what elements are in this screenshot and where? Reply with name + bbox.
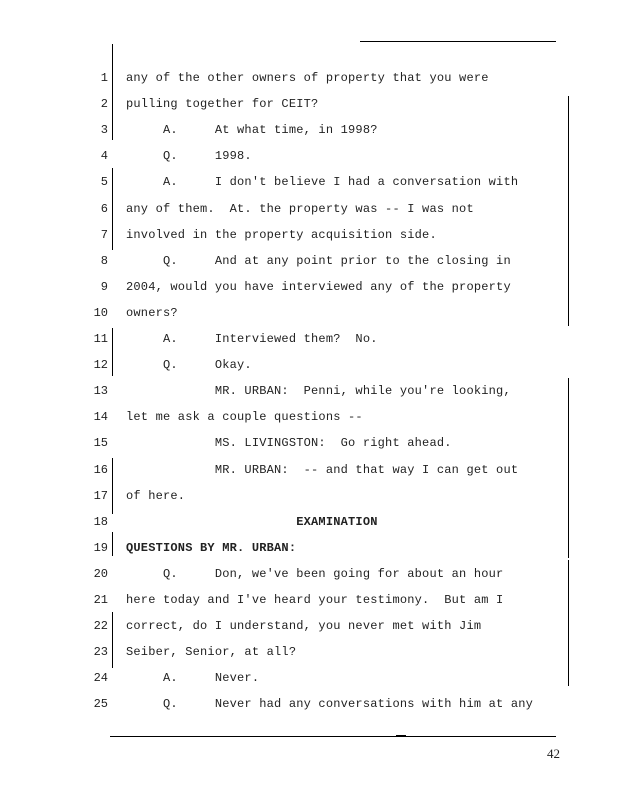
transcript-line: MS. LIVINGSTON: Go right ahead. (126, 436, 452, 450)
line-number: 16 (93, 463, 108, 477)
transcript-line: involved in the property acquisition sid… (126, 228, 437, 242)
left-margin-line (112, 532, 113, 556)
line-number: 3 (100, 123, 108, 137)
transcript-line: 2004, would you have interviewed any of … (126, 280, 511, 294)
bottom-rule-mark (396, 735, 406, 737)
transcript-line: A. Interviewed them? No. (126, 332, 378, 346)
line-number: 25 (93, 697, 108, 711)
line-number: 9 (100, 280, 108, 294)
line-number: 21 (93, 593, 108, 607)
transcript-line: EXAMINATION (126, 515, 378, 529)
transcript-line: Q. Never had any conversations with him … (126, 697, 534, 711)
line-number: 2 (100, 97, 108, 111)
right-margin-line (568, 96, 569, 326)
line-number: 1 (100, 71, 108, 85)
line-number: 7 (100, 228, 108, 242)
transcript-line: of here. (126, 489, 186, 503)
page-number: 42 (547, 746, 560, 761)
transcript-line: Q. And at any point prior to the closing… (126, 254, 511, 268)
transcript-line: A. At what time, in 1998? (126, 123, 378, 137)
transcript-line: QUESTIONS BY MR. URBAN: (126, 541, 297, 555)
transcript-line: MR. URBAN: Penni, while you're looking, (126, 384, 511, 398)
transcript-line: MR. URBAN: -- and that way I can get out (126, 463, 519, 477)
transcript-line: pulling together for CEIT? (126, 97, 319, 111)
line-number: 14 (93, 410, 108, 424)
transcript-line: correct, do I understand, you never met … (126, 619, 482, 633)
line-number: 17 (93, 489, 108, 503)
line-number: 12 (93, 358, 108, 372)
left-margin-line (112, 612, 113, 668)
line-number: 23 (93, 645, 108, 659)
right-margin-line (568, 560, 569, 686)
transcript-line: Seiber, Senior, at all? (126, 645, 297, 659)
line-number: 15 (93, 436, 108, 450)
top-rule (360, 41, 556, 42)
transcript-line: any of the other owners of property that… (126, 71, 489, 85)
transcript-line: here today and I've heard your testimony… (126, 593, 504, 607)
right-margin-line (568, 378, 569, 558)
bottom-rule (110, 736, 556, 737)
line-number: 13 (93, 384, 108, 398)
line-number: 4 (100, 149, 108, 163)
transcript-line: A. I don't believe I had a conversation … (126, 175, 519, 189)
transcript-line: Q. Don, we've been going for about an ho… (126, 567, 504, 581)
left-margin-line (112, 328, 113, 376)
line-number: 8 (100, 254, 108, 268)
left-margin-line (112, 44, 113, 140)
left-margin-line (112, 458, 113, 514)
line-number: 6 (100, 202, 108, 216)
transcript-line: let me ask a couple questions -- (126, 410, 363, 424)
line-number: 10 (93, 306, 108, 320)
transcript-line: any of them. At. the property was -- I w… (126, 202, 474, 216)
line-number: 24 (93, 671, 108, 685)
line-number: 5 (100, 175, 108, 189)
transcript-line: Q. Okay. (126, 358, 252, 372)
line-number: 11 (93, 332, 108, 346)
line-number: 20 (93, 567, 108, 581)
transcript-line: Q. 1998. (126, 149, 252, 163)
line-number: 19 (93, 541, 108, 555)
transcript-line: A. Never. (126, 671, 260, 685)
line-number: 22 (93, 619, 108, 633)
left-margin-line (112, 168, 113, 250)
line-number: 18 (93, 515, 108, 529)
transcript-line: owners? (126, 306, 178, 320)
